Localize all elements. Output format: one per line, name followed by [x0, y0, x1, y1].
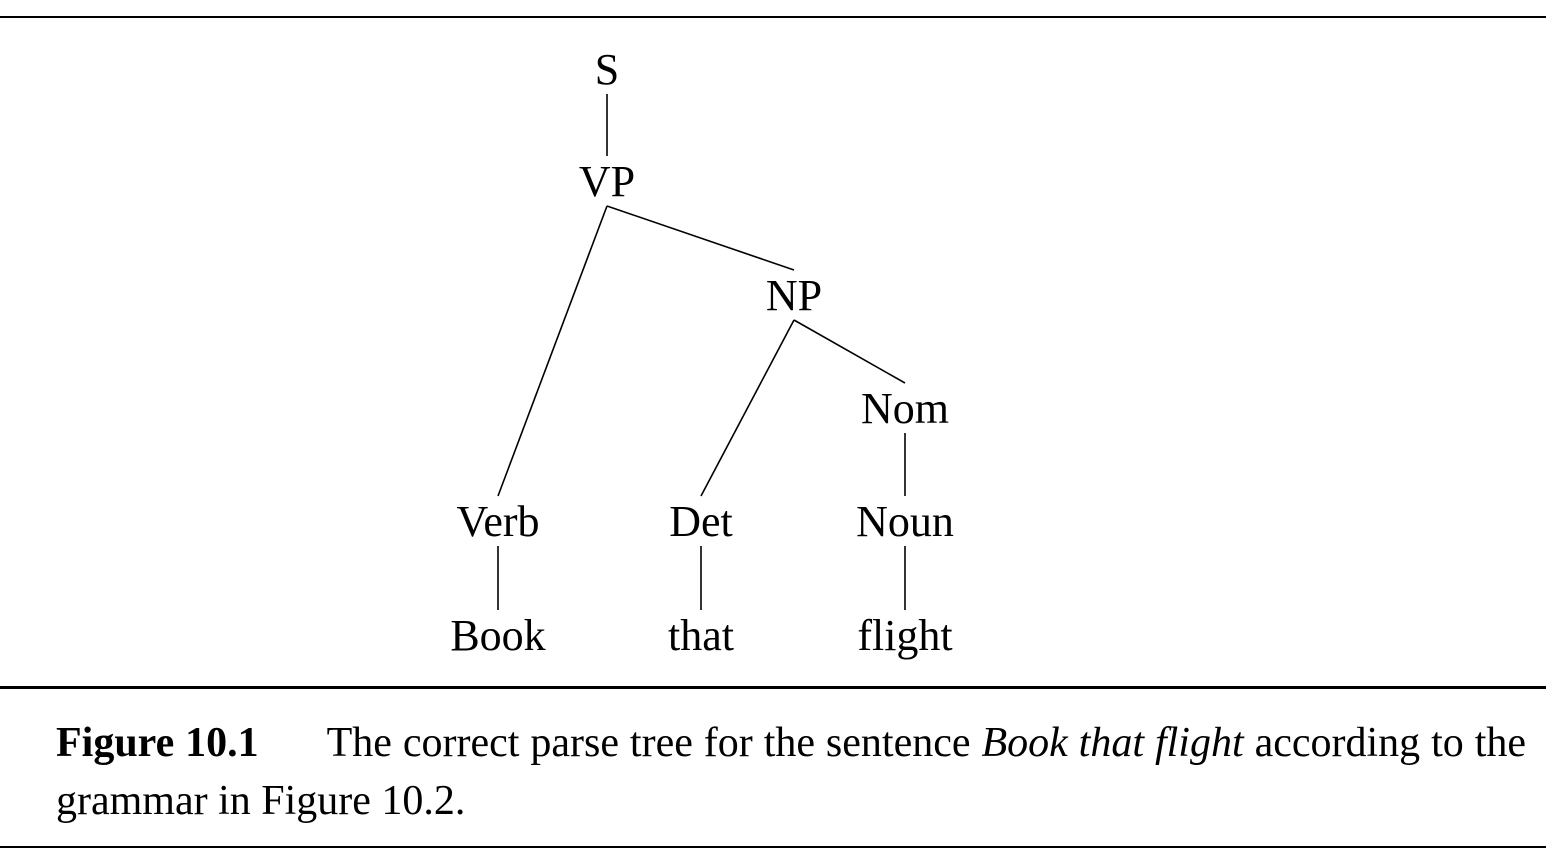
tree-node-s: S [595, 45, 619, 94]
figure-label: Figure 10.1 [56, 720, 259, 766]
tree-node-flight: flight [857, 611, 952, 660]
tree-node-that: that [668, 611, 734, 660]
caption-emphasis: Book that flight [981, 720, 1244, 766]
tree-edge-vp-np [606, 205, 795, 271]
tree-node-nom: Nom [861, 384, 949, 433]
tree-edge-vp-verb [497, 205, 608, 497]
tree-node-det: Det [669, 497, 733, 546]
caption-separator-rule [0, 686, 1546, 689]
figure-caption: Figure 10.1 The correct parse tree for th… [56, 714, 1526, 830]
tree-node-noun: Noun [856, 497, 954, 546]
tree-edge-np-det [700, 319, 795, 497]
caption-text-after: according to the grammar in Figure 10.2. [56, 720, 1526, 824]
tree-node-vp: VP [579, 157, 635, 206]
tree-edge-np-nom [793, 319, 906, 384]
tree-node-verb: Verb [456, 497, 539, 546]
top-rule [0, 16, 1546, 18]
caption-text-before: The correct parse tree for the sentence [326, 720, 982, 766]
bottom-rule [0, 846, 1546, 848]
tree-node-book: Book [450, 611, 545, 660]
tree-node-np: NP [766, 271, 822, 320]
